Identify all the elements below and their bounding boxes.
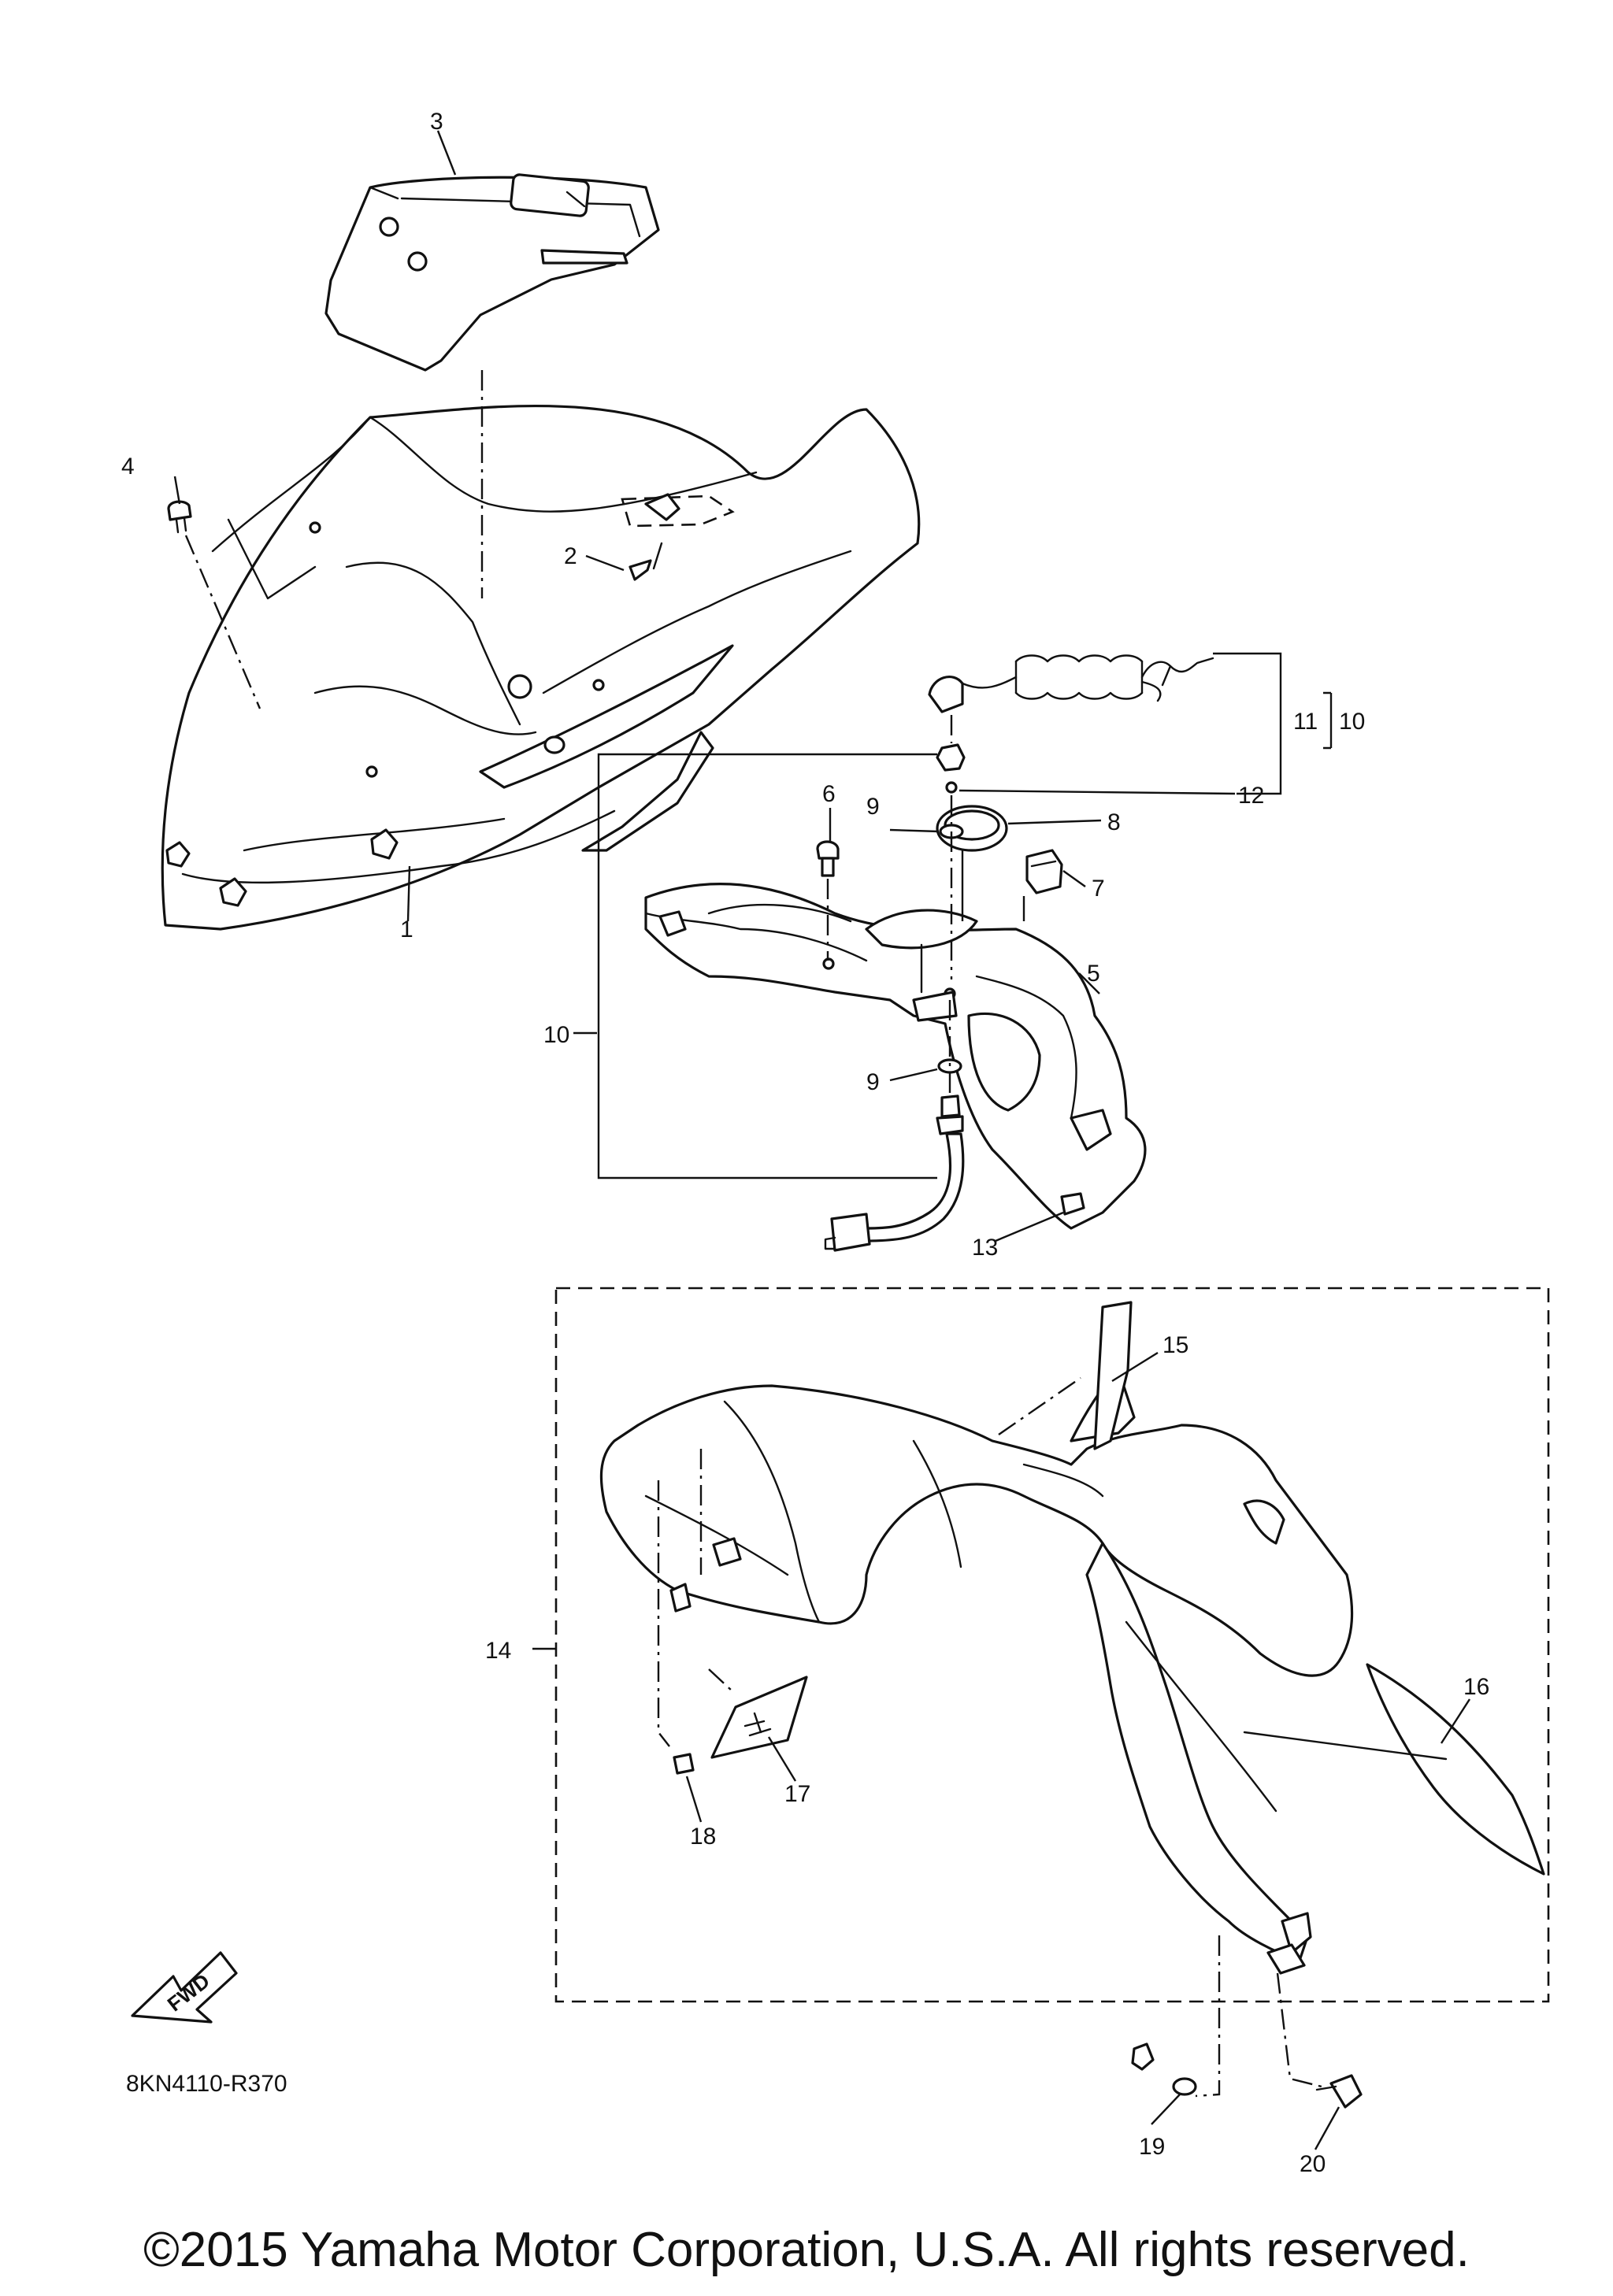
assembly-14-boundary [554, 1287, 1550, 2003]
part-16-side-panel [1085, 1542, 1545, 1975]
assembly-line-9 [948, 795, 953, 1094]
callout-17: 17 [784, 1781, 810, 1807]
callout-12: 12 [1238, 783, 1264, 809]
part-5-inner-panel [644, 882, 1147, 1230]
callout-14: 14 [485, 1638, 511, 1664]
callout-1: 1 [400, 917, 413, 942]
bracket-10-lower [597, 753, 937, 1179]
part-12-clip [936, 715, 966, 794]
assembly-line-15 [998, 1377, 1081, 1435]
part-20-screw [1315, 2074, 1363, 2109]
part-11-lanyard-cord [928, 652, 1282, 795]
part-13-clip [1060, 1192, 1085, 1216]
callout-7: 7 [1092, 876, 1105, 902]
part-7-switch [961, 849, 1063, 921]
callout-leaders [173, 130, 1471, 2150]
bracket-11-10 [1323, 691, 1333, 750]
part-3-top-cover [324, 173, 660, 372]
part-1-hood [161, 405, 921, 931]
part-2-fastener [621, 493, 735, 581]
copyright-notice: ©2015 Yamaha Motor Corporation, U.S.A. A… [143, 2223, 1470, 2277]
callout-15: 15 [1162, 1332, 1188, 1358]
fwd-arrow-icon: FWD [131, 1951, 238, 2024]
part-15-seat-panel [599, 1301, 1354, 1677]
callout-10-upper: 10 [1339, 709, 1365, 735]
callout-4: 4 [121, 454, 135, 480]
callout-8: 8 [1107, 809, 1121, 835]
part-17-decal [710, 1676, 808, 1759]
callout-19: 19 [1139, 2134, 1165, 2160]
part-4-screw [167, 500, 192, 534]
callout-5: 5 [1087, 961, 1100, 987]
assembly-line-16 [1243, 1731, 1448, 1761]
part-8-ring [936, 805, 1008, 852]
callout-20: 20 [1300, 2151, 1326, 2177]
callout-18: 18 [690, 1824, 716, 1850]
part-18-label [673, 1753, 695, 1775]
callout-10-lower: 10 [543, 1022, 569, 1048]
diagram-code: 8KN4110-R370 [126, 2071, 287, 2097]
assembly-line-19-20 [1195, 1935, 1322, 2098]
callout-11: 11 [1293, 709, 1318, 735]
callout-9-upper: 9 [866, 794, 880, 820]
callout-6: 6 [822, 781, 836, 807]
part-19-clip-nut [1131, 2042, 1197, 2096]
callout-3: 3 [430, 109, 443, 135]
assembly-line-4 [184, 535, 261, 709]
assembly-line-17-18 [657, 1449, 733, 1747]
part-6-bolt [816, 840, 840, 877]
callout-13: 13 [972, 1235, 998, 1261]
part-10-wire-harness [824, 1094, 965, 1252]
callout-2: 2 [564, 543, 577, 569]
callout-9-lower: 9 [866, 1069, 880, 1095]
callout-16: 16 [1463, 1674, 1489, 1700]
